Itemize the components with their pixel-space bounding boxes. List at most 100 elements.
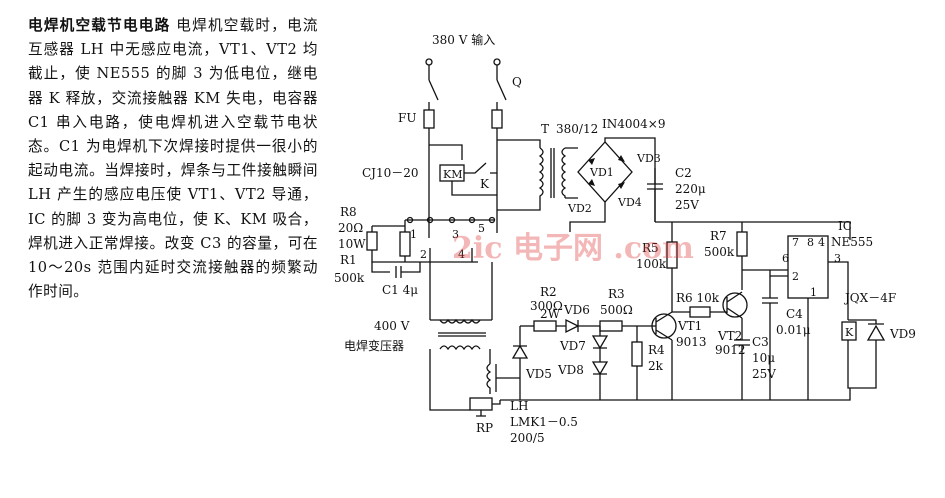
rp-label: RP (476, 421, 493, 435)
r7-value: 500k (704, 245, 735, 259)
vd4-label: VD4 (617, 196, 642, 209)
term-3-label: 3 (452, 228, 459, 241)
km-label: KM (443, 168, 462, 181)
r7-node (741, 256, 788, 290)
diode-vd5 (511, 326, 529, 400)
cj-label: CJ10－20 (362, 166, 419, 180)
switch-q-outputs (428, 102, 498, 110)
fuse-left (423, 109, 435, 129)
c3-value2: 25V (752, 367, 776, 381)
r2-label: R2 (540, 285, 557, 299)
ic-pin8: 8 (807, 236, 814, 249)
r2-value: 300Ω (530, 299, 563, 313)
vd7-label: VD7 (559, 339, 586, 353)
ic-pin2: 2 (792, 270, 799, 283)
c4-value: 0.01μ (776, 323, 811, 337)
welder-core (438, 332, 486, 337)
t-primary-leads (497, 139, 541, 211)
terminal-feed (428, 225, 498, 238)
vt1-label: VT1 (677, 319, 702, 333)
r8-label: R8 (340, 205, 357, 219)
c2-value1: 220μ (675, 182, 706, 196)
bridge-feed (565, 147, 578, 199)
terminal-dot-5 (488, 216, 496, 224)
r5-label: R5 (642, 241, 659, 255)
c2-value2: 25V (675, 198, 699, 212)
ic-pin7: 7 (792, 236, 799, 249)
relay-loop (847, 319, 877, 389)
vd8-label: VD8 (557, 363, 584, 377)
capacitor-c1 (371, 262, 421, 278)
contact-k-label: K (480, 177, 490, 191)
r3-label: R3 (608, 287, 625, 301)
c2-label: C2 (675, 166, 692, 180)
term-1-label: 1 (410, 228, 417, 241)
ic-pin2-link (769, 270, 788, 277)
vt2-label: VT2 (717, 329, 742, 343)
vt1-leads (655, 311, 673, 341)
term-5-label: 5 (478, 222, 485, 235)
t-secondary-coil (561, 147, 567, 198)
welder-primary-coil (439, 318, 481, 324)
lh-ratio: 200/5 (510, 431, 545, 445)
input-label: 380 V 输入 (432, 32, 495, 47)
capacitor-c2 (647, 168, 663, 222)
ic-pin3-output (828, 261, 849, 320)
jqx-label: JQX－4F (843, 291, 896, 305)
vd6-label: VD6 (563, 303, 590, 317)
article-body: 电焊机空载时，电流互感器 LH 中无感应电流，VT1、VT2 均截止，使 NE5… (28, 17, 318, 301)
vt2-value: 9012 (715, 343, 746, 357)
welder-secondary-coil (439, 345, 481, 351)
r8-value1: 20Ω (338, 221, 363, 235)
resistor-r1 (366, 231, 378, 251)
ground-rail (500, 388, 851, 401)
fuse-right (491, 109, 503, 129)
ic-name: NE555 (831, 235, 873, 249)
vd2-label: VD2 (567, 202, 592, 215)
resistor-r7 (736, 231, 748, 257)
ic-pin3: 3 (834, 252, 841, 265)
lh-label: LH (510, 399, 528, 413)
vd1-label: VD1 (589, 166, 614, 179)
resistor-r6 (689, 306, 711, 318)
article-title: 电焊机空载节电电路 (28, 17, 171, 34)
welder-output (429, 349, 491, 411)
r7-label: R7 (710, 229, 727, 243)
resistor-r4 (631, 341, 643, 367)
relay-k-label: K (845, 326, 854, 339)
r3-value: 500Ω (600, 303, 633, 317)
weld-voltage: 400 V (374, 319, 410, 333)
diode-vd9 (866, 323, 886, 341)
weld-transformer-label: 电焊变压器 (344, 338, 404, 353)
fuse-label: FU (398, 111, 416, 125)
c1-label: C1 4μ (382, 283, 418, 297)
lh-output (495, 364, 520, 392)
ic-pin4: 4 (818, 236, 825, 249)
switch-q-blades (428, 79, 507, 101)
r6-label: R6 10k (676, 291, 720, 305)
switch-q-label: Q (512, 75, 522, 89)
ic-pin6: 6 (782, 252, 789, 265)
watermark-logo: 2ic 电子网 .com (452, 231, 694, 266)
term-2-label: 2 (420, 248, 427, 261)
c3-value1: 10μ (752, 351, 775, 365)
r4-value: 2k (648, 359, 664, 373)
circuit-schematic: 380 V 输入 Q FU KM CJ10－20 K T 380/12 IN40… (334, 32, 916, 445)
resistor-r3 (599, 320, 623, 332)
r1-label: R1 (340, 253, 357, 267)
watermark-text: 2ic 电子网 .com (452, 231, 694, 266)
t-core (550, 148, 555, 198)
vd5-label: VD5 (525, 367, 552, 381)
rp-wiper (476, 410, 486, 417)
r5-value: 100k (636, 257, 667, 271)
input-terminal-left (425, 58, 433, 66)
t-label: T (541, 122, 549, 136)
input-leads (428, 65, 498, 80)
vd9-label: VD9 (889, 327, 916, 341)
terminal-dot-a (406, 216, 414, 224)
relay-k-coil (841, 321, 857, 341)
r8-value2: 10W (338, 237, 366, 251)
lh-coil (486, 363, 492, 394)
term-4-label: 4 (458, 248, 465, 261)
diodes-vd7-vd8 (591, 326, 609, 400)
